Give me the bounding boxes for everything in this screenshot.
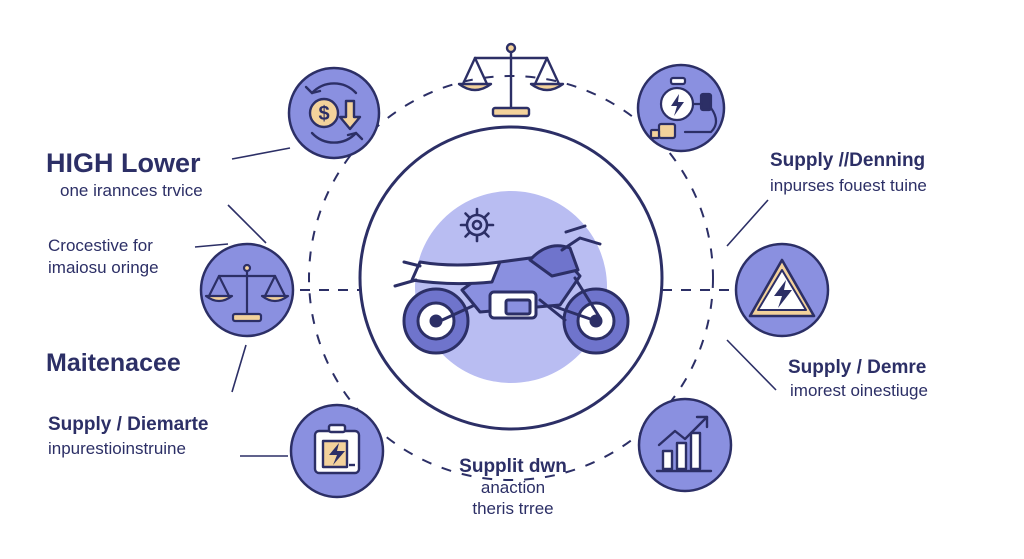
gear-icon: [459, 207, 495, 243]
node-left: [199, 242, 295, 338]
label-supplit-dwn-title: Supplit dwn: [459, 456, 567, 477]
leader-supply-demre: [726, 339, 777, 391]
label-supplit-dwn-line2: theris trree: [472, 499, 554, 518]
label-high-lower-subtitle: one irannces trvice: [60, 181, 203, 200]
label-crocestive-line1: Crocestive for: [48, 236, 153, 255]
leader-supply-denning: [726, 199, 769, 247]
leader-crocestive: [194, 243, 229, 248]
node-top-right: [636, 63, 726, 153]
node-right: [734, 242, 830, 338]
label-high-lower-title: HIGH Lower: [46, 148, 201, 178]
node-bottom-left: [289, 403, 385, 499]
leader-crocestive-top: [227, 204, 267, 244]
leader-maintenance: [231, 344, 247, 393]
charging-station-icon: [649, 76, 718, 140]
label-crocestive-line2: imaiosu oringe: [48, 258, 159, 277]
label-supplit-dwn-line1: anaction: [480, 478, 546, 497]
label-supply-denning-subtitle: inpurses fouest tuine: [770, 176, 927, 195]
label-supply-diemarte-title: Supply / Diemarte: [48, 414, 209, 435]
dollar-down-arrow-icon: $: [304, 82, 364, 144]
motorcycle-icon: [393, 224, 630, 355]
balance-scale-icon: [204, 263, 290, 323]
label-supply-demre-title: Supply / Demre: [788, 357, 927, 378]
balance-scale-icon: [457, 42, 565, 118]
svg-text:$: $: [318, 103, 329, 125]
label-supply-demre-subtitle: imorest oinestiuge: [790, 381, 928, 400]
label-supply-denning-title: Supply //Denning: [770, 150, 926, 171]
label-supply-diemarte-subtitle: inpurestioinstruine: [48, 439, 186, 458]
node-top-left: $: [287, 66, 381, 160]
bar-chart-growth-icon: [655, 415, 713, 473]
warning-electric-icon: [748, 258, 816, 318]
node-bottom-right: [637, 397, 733, 493]
leader-high-lower: [231, 147, 291, 160]
label-maintenance-title: Maitenacee: [46, 349, 181, 377]
battery-charge-icon: [313, 423, 361, 475]
